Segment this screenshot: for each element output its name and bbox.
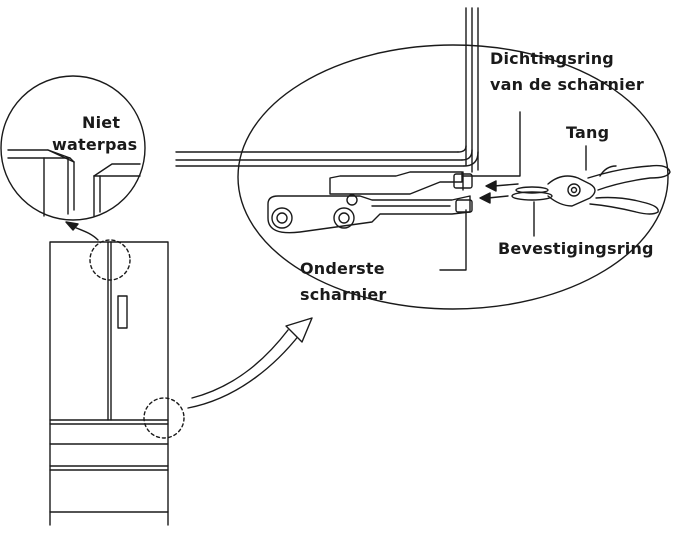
uneven-doors-detail <box>7 149 141 217</box>
door-frame <box>175 7 479 173</box>
not-level-circle <box>0 75 146 221</box>
refrigerator <box>49 241 169 526</box>
small-arrow <box>71 225 99 241</box>
fridge-handle <box>117 295 128 329</box>
pliers-tang <box>511 164 671 215</box>
label-tang: Tang <box>566 123 610 142</box>
label-ring: Bevestigingsring <box>498 239 654 258</box>
label-hinge-line1: Onderste <box>300 259 385 278</box>
big-arrow <box>187 333 301 409</box>
seal-leader <box>461 111 521 177</box>
arrow-to-seal <box>493 183 519 187</box>
fridge-body <box>49 241 169 513</box>
hinge-leader <box>439 209 467 271</box>
label-waterpas: waterpas <box>52 135 138 154</box>
label-seal-line2: van de scharnier <box>490 75 644 94</box>
label-hinge-line2: scharnier <box>300 285 387 304</box>
bottom-hinge-dashed-circle <box>143 397 185 439</box>
top-hinge-dashed-circle <box>89 239 131 281</box>
zoom-ellipse <box>237 44 669 310</box>
label-niet: Niet <box>82 113 121 132</box>
bottom-hinge-bracket <box>267 171 473 234</box>
label-seal-line1: Dichtingsring <box>490 49 614 68</box>
arrow-to-ring <box>487 195 509 199</box>
